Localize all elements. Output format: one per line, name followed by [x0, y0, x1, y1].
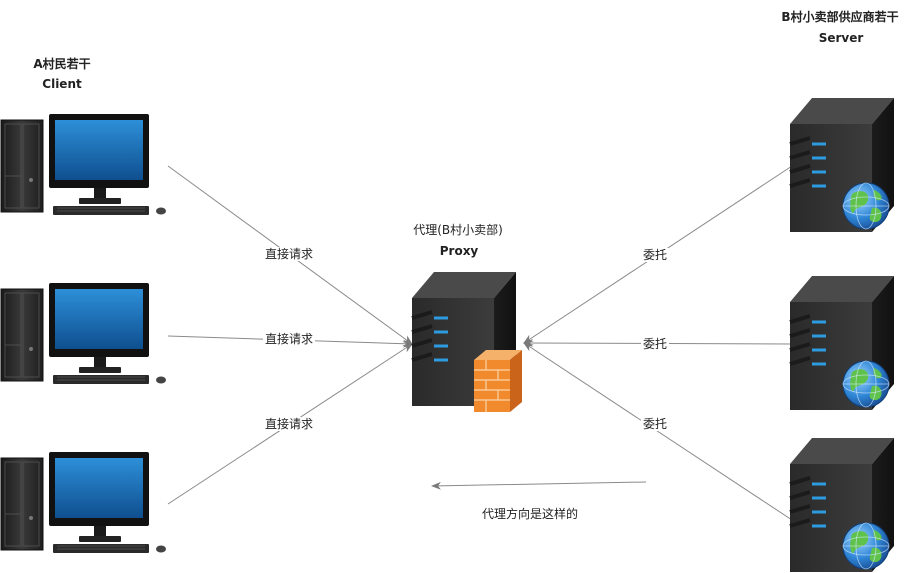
- edge-label-client-1: 直接请求: [262, 247, 316, 261]
- direction-note: 代理方向是这样的: [481, 507, 579, 521]
- desktop-computer-icon: [0, 282, 167, 385]
- server-group-title: B村小卖部供应商若干: [781, 10, 899, 24]
- edge-label-server-3: 委托: [640, 417, 670, 431]
- edge-server-3: [523, 342, 793, 521]
- server-globe-icon: [788, 274, 896, 412]
- edge-label-client-3: 直接请求: [262, 417, 316, 431]
- server-group-subtitle: Server: [818, 31, 864, 45]
- server-globe-icon: [788, 436, 896, 573]
- server-firewall-icon: [410, 270, 522, 412]
- edge-label-server-1: 委托: [640, 248, 670, 262]
- desktop-computer-icon: [0, 113, 167, 216]
- direction-arrow: [431, 481, 647, 490]
- proxy-title: 代理(B村小卖部): [413, 223, 503, 237]
- server-globe-icon: [788, 96, 896, 234]
- proxy-subtitle: Proxy: [439, 244, 479, 258]
- client-group-title: A村民若干: [33, 57, 91, 71]
- client-group-subtitle: Client: [42, 77, 82, 91]
- edge-label-server-2: 委托: [640, 337, 670, 351]
- desktop-computer-icon: [0, 451, 167, 554]
- edge-label-client-2: 直接请求: [262, 332, 316, 346]
